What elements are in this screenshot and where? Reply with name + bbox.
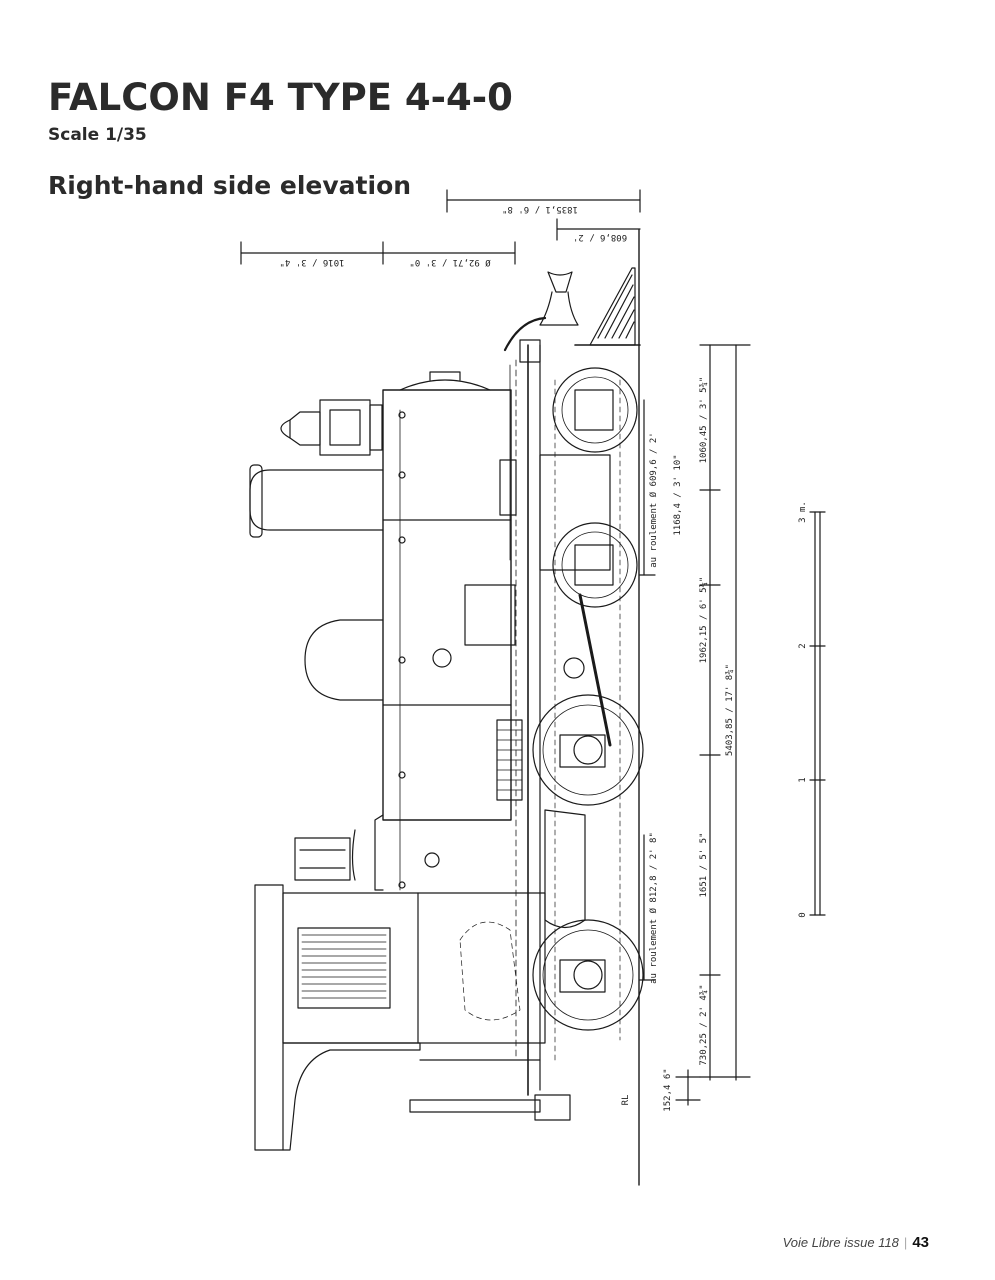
dim-top-right: 608,6 / 2' <box>573 232 627 242</box>
scale-tick-2: 2 <box>798 643 808 648</box>
boiler <box>382 389 512 821</box>
smokestack <box>547 271 573 293</box>
scale-label: Scale 1/35 <box>48 125 147 145</box>
dim-total-wheelbase: 5403,85 / 17' 8¾" <box>725 664 735 756</box>
bogie-wheel-front <box>552 367 638 453</box>
firebox <box>374 814 384 891</box>
scale-tick-1: 1 <box>798 777 808 782</box>
bogie-wheel-rear <box>552 522 638 608</box>
dim-rail-height: 152,4 6" <box>663 1068 673 1111</box>
rail-mark: RL <box>621 1095 631 1106</box>
dim-bogie-bearing: au roulement Ø 609,6 / 2' <box>648 432 659 567</box>
view-title: Right-hand side elevation <box>48 171 412 200</box>
dim-rear-overhang: 730,25 / 2' 4¾" <box>699 984 709 1065</box>
coupling-rod <box>578 593 612 747</box>
scale-tick-3: 3 m. <box>798 501 808 523</box>
headlamp <box>319 399 371 456</box>
scale-bar <box>809 511 826 916</box>
page-footer: Voie Libre issue 118 | 43 <box>783 1234 929 1251</box>
page-title: FALCON F4 TYPE 4-4-0 <box>48 76 513 119</box>
steam-dome <box>249 469 384 531</box>
sand-dome <box>304 619 384 701</box>
dim-pivot-to-driver: 1962,15 / 6' 5¼" <box>699 577 709 664</box>
dim-bogie-wheelbase: 1060,45 / 3' 5¾" <box>699 377 709 464</box>
publication-name: Voie Libre issue 118 <box>782 1235 899 1250</box>
dim-top-left: 1016 / 3' 4" <box>279 257 344 267</box>
driving-wheel-front <box>532 694 644 806</box>
dim-bogie-to-pivot: 1168,4 / 3' 10" <box>673 454 683 535</box>
dim-top-mid: Ø 92,71 / 3' 0" <box>409 257 490 268</box>
driving-wheel-rear <box>532 919 644 1031</box>
dim-top-overall: 1835,1 / 6' 8" <box>502 204 578 214</box>
dim-coupled-wheelbase: 1651 / 5' 5" <box>699 832 709 897</box>
footer-separator: | <box>903 1235 908 1250</box>
cab <box>254 884 284 1151</box>
page-number: 43 <box>912 1234 929 1251</box>
dim-driver-bearing: au roulement Ø 812,8 / 2' 8" <box>648 832 659 984</box>
scale-tick-0: 0 <box>798 912 808 917</box>
